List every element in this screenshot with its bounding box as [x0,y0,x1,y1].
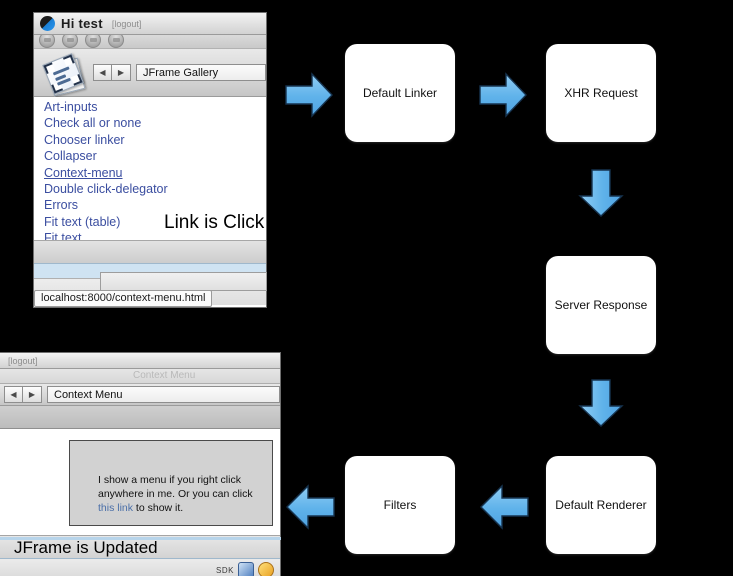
page-content: Art-inputs Check all or none Chooser lin… [34,97,266,240]
flow-node-filters-label: Filters [383,498,417,512]
status-url-field: localhost:8000/context-menu.html [34,290,213,307]
greeting-text: Hi test [61,16,103,31]
arrow-filters-out [286,484,335,530]
flow-node-server-response[interactable]: Server Response [546,256,656,354]
flow-node-server-response-label: Server Response [554,298,648,312]
sdk-label: SDK [216,565,234,575]
context-menu-instructions: I show a menu if you right click anywher… [98,473,263,515]
arrow-xhr-to-server [578,169,624,217]
window-button-1[interactable] [39,35,55,48]
arrow-renderer-to-filters [480,484,529,530]
back-button[interactable]: ◀ [93,64,112,81]
toolbar2-spacer [0,406,280,429]
blue-app-icon[interactable] [238,562,254,576]
link-fit-text[interactable]: Fit text [44,231,82,240]
link-check-all-or-none[interactable]: Check all or none [44,116,142,131]
link-is-clicked-text: Link is Click [164,212,265,233]
instructions-line-3-tail: to show it. [133,502,184,514]
browser2-toolbar: ◀ ▶ Context Menu [0,384,280,406]
content-bottom-band [34,240,266,263]
browser-toolbar: ◀ ▶ JFrame Gallery [34,49,266,97]
link-collapser[interactable]: Collapser [44,149,97,164]
flow-node-default-renderer[interactable]: Default Renderer [546,456,656,554]
link-double-click-delegator[interactable]: Double click-delegator [44,182,168,197]
logout-link[interactable]: [logout] [111,18,142,29]
window2-bottom-bar: SDK [0,558,280,576]
window-controls[interactable] [34,35,266,49]
link-art-inputs[interactable]: Art-inputs [44,100,98,114]
blue-divider [0,537,281,540]
window-button-3[interactable] [85,35,101,48]
link-errors[interactable]: Errors [44,198,79,213]
flow-node-xhr-request[interactable]: XHR Request [546,44,656,142]
context-menu-target-panel[interactable]: I show a menu if you right click anywher… [69,440,273,526]
photo-gallery-icon [40,51,86,96]
flow-node-default-linker-label: Default Linker [362,86,438,100]
orange-swirl-icon[interactable] [258,562,274,576]
ghost-window-title: Context Menu [133,370,196,381]
window-button-4[interactable] [108,35,124,48]
arrow-in-to-linker [285,72,333,118]
window-button-2[interactable] [62,35,78,48]
show-menu-link[interactable]: this link [98,502,134,514]
address-bar-2[interactable]: Context Menu [47,386,280,403]
forward-button[interactable]: ▶ [112,64,131,81]
address-bar[interactable]: JFrame Gallery [136,64,266,81]
inner-subpanel [100,272,267,291]
gallery-browser-window[interactable]: Hi test [logout] [33,12,267,308]
flow-node-xhr-request-label: XHR Request [564,86,638,100]
link-fit-text-table[interactable]: Fit text (table) [44,214,121,229]
flow-node-filters[interactable]: Filters [345,456,455,554]
window2-statusband [0,535,280,558]
demo-link-list[interactable]: Art-inputs Check all or none Chooser lin… [34,97,266,240]
jframe-updated-text: JFrame is Updated [14,538,158,557]
window2-ghost-bar: Context Menu [0,369,280,384]
arrow-server-to-renderer [578,379,624,427]
circle-logo-icon [40,16,55,31]
forward-button-2[interactable]: ▶ [23,386,42,403]
page-content-2: I show a menu if you right click anywher… [0,429,280,535]
flow-node-default-linker[interactable]: Default Linker [345,44,455,142]
instructions-line-1: I show a menu if you right click [98,474,241,486]
arrow-linker-to-xhr [479,72,527,118]
flow-node-default-renderer-label: Default Renderer [555,498,647,512]
logout-link-2[interactable]: [logout] [8,355,38,366]
nav-buttons-2[interactable]: ◀ ▶ [4,386,42,403]
window-titlebar: Hi test [logout] [34,13,266,35]
instructions-line-2: anywhere in me. Or you can click [98,488,253,500]
back-button-2[interactable]: ◀ [4,386,23,403]
link-context-menu[interactable]: Context-menu [44,165,123,180]
nav-buttons[interactable]: ◀ ▶ [93,64,131,81]
link-chooser-linker[interactable]: Chooser linker [44,132,125,147]
window2-titlebar: [logout] [0,353,280,369]
